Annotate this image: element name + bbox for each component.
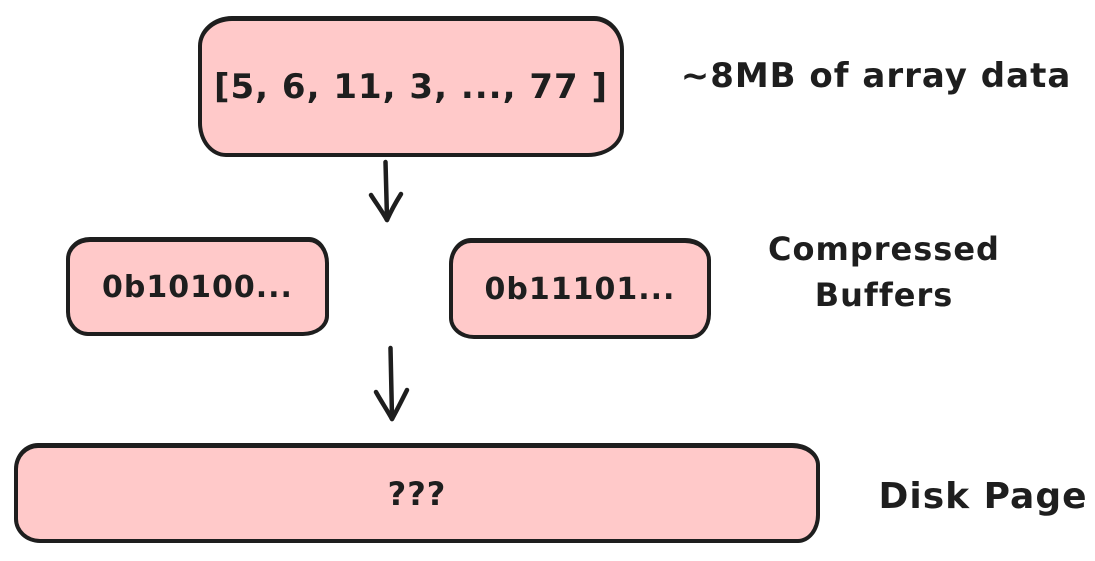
compressed-buffer-right-box: 0b11101... [449, 238, 711, 339]
compressed-buffer-right-text: 0b11101... [484, 271, 676, 307]
down-arrow-icon [373, 345, 410, 422]
compressed-buffers-label: Compressed Buffers [758, 226, 1010, 318]
compressed-buffers-label-line2: Buffers [814, 276, 954, 314]
compressed-buffers-label-line1: Compressed [768, 230, 1000, 268]
disk-page-box: ??? [14, 443, 820, 543]
array-data-text: [5, 6, 11, 3, ..., 77 ] [213, 67, 609, 107]
compressed-buffer-left-text: 0b10100... [102, 269, 293, 305]
array-data-box: [5, 6, 11, 3, ..., 77 ] [198, 16, 624, 157]
disk-page-label: Disk Page [878, 476, 1088, 517]
disk-page-text: ??? [387, 474, 447, 513]
compressed-buffer-left-box: 0b10100... [66, 237, 329, 336]
down-arrow-icon [368, 159, 404, 223]
array-size-label: ~8MB of array data [680, 56, 1072, 96]
